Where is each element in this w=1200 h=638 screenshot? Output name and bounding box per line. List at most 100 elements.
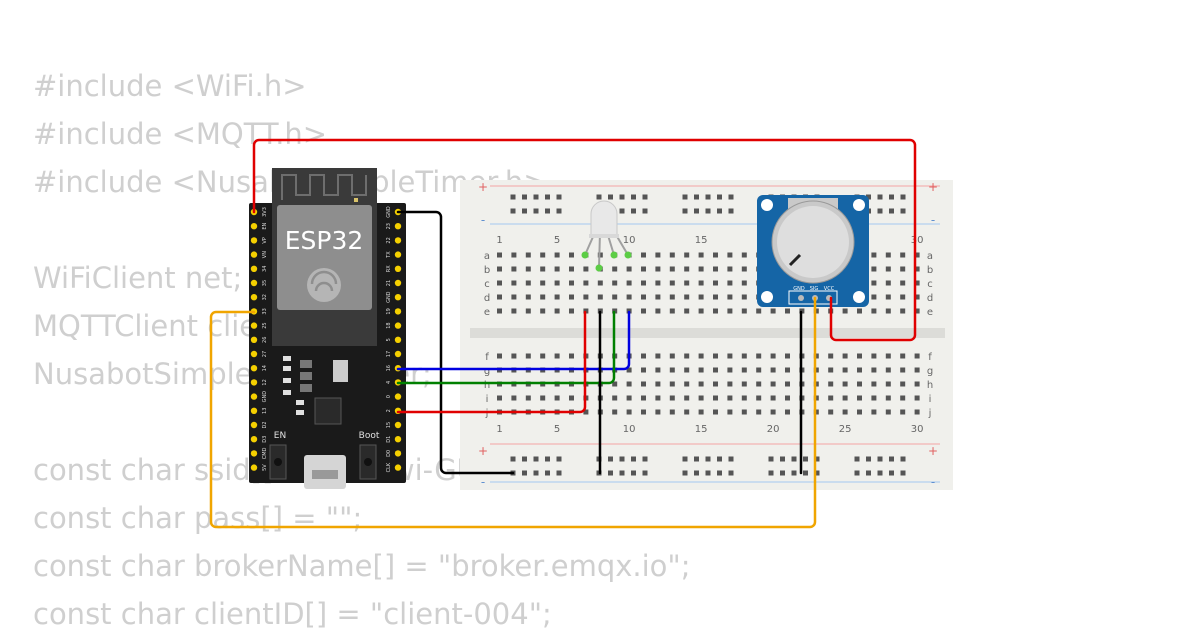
breadboard-hole xyxy=(914,367,920,373)
breadboard-hole xyxy=(698,280,704,286)
breadboard-hole xyxy=(511,252,517,258)
breadboard-rail-hole xyxy=(803,470,808,476)
breadboard-hole xyxy=(540,252,546,258)
esp32-pin-left xyxy=(250,336,258,343)
mounting-hole-icon xyxy=(853,291,865,303)
breadboard-hole xyxy=(612,381,618,387)
breadboard-rail-hole xyxy=(705,194,711,200)
breadboard-rail-hole xyxy=(608,456,613,462)
breadboard-hole xyxy=(713,395,718,401)
led-indicator xyxy=(354,198,358,202)
breadboard-hole xyxy=(900,266,906,272)
breadboard-hole xyxy=(540,294,546,300)
breadboard-rail-hole xyxy=(791,470,797,476)
breadboard-hole xyxy=(684,353,690,359)
column-number: 30 xyxy=(911,235,924,246)
breadboard-hole xyxy=(857,395,862,401)
breadboard-hole xyxy=(669,353,675,359)
esp32-pin-label: RX xyxy=(386,265,392,272)
breadboard-rail-hole xyxy=(854,470,860,476)
breadboard-rail-hole xyxy=(522,194,527,200)
breadboard-hole xyxy=(554,280,560,286)
breadboard-hole xyxy=(684,280,690,286)
row-label: g xyxy=(927,366,933,377)
esp32-pin-right xyxy=(394,308,402,315)
breadboard-hole xyxy=(641,381,646,387)
breadboard-hole xyxy=(669,280,675,286)
esp32-pin-label: 22 xyxy=(386,237,392,243)
breadboard-hole xyxy=(885,381,891,387)
breadboard-hole xyxy=(669,252,675,258)
breadboard-hole xyxy=(756,308,762,314)
breadboard-rail-hole xyxy=(717,194,722,200)
smd-resistor xyxy=(283,366,291,371)
breadboard-hole xyxy=(511,308,517,314)
esp32-pin-right xyxy=(394,265,402,272)
breadboard-hole xyxy=(871,409,877,415)
row-label: j xyxy=(485,408,489,419)
mounting-hole-icon xyxy=(761,291,773,303)
breadboard-rail-hole xyxy=(814,470,820,476)
rail-plus-label: + xyxy=(478,180,488,194)
breadboard-hole xyxy=(669,409,675,415)
breadboard-hole xyxy=(655,381,661,387)
usb-chip xyxy=(314,397,342,425)
rail-minus-label: - xyxy=(481,213,485,227)
breadboard-hole xyxy=(900,353,906,359)
breadboard-hole xyxy=(770,409,776,415)
breadboard-rail-hole xyxy=(877,470,883,476)
breadboard-hole xyxy=(756,381,762,387)
breadboard-hole xyxy=(914,252,920,258)
pot-header-outline xyxy=(788,290,838,305)
breadboard-hole xyxy=(842,308,848,314)
breadboard-hole xyxy=(669,367,675,373)
breadboard-hole xyxy=(713,280,718,286)
breadboard-hole xyxy=(770,367,776,373)
esp32-pin-right xyxy=(394,393,402,400)
mounting-hole-icon xyxy=(853,199,865,211)
breadboard-rail-hole xyxy=(694,194,699,200)
esp32-pin-left xyxy=(250,251,258,258)
column-number: 5 xyxy=(554,235,560,246)
breadboard-hole xyxy=(900,381,906,387)
micro-usb-port xyxy=(312,470,338,479)
breadboard-hole xyxy=(727,409,733,415)
breadboard-rail-hole xyxy=(596,194,602,200)
breadboard-hole xyxy=(525,266,531,272)
esp32-pin-label: 0 xyxy=(386,395,392,398)
breadboard-hole xyxy=(684,381,690,387)
breadboard-rail-hole xyxy=(705,456,711,462)
esp32-pin-label: 35 xyxy=(262,280,268,286)
esp32-pin-label: 12 xyxy=(262,379,268,385)
breadboard-rail-hole xyxy=(889,470,894,476)
boot-button-cap xyxy=(364,458,372,466)
boot-label: Boot xyxy=(359,431,380,441)
breadboard-hole xyxy=(511,294,517,300)
breadboard-hole xyxy=(756,395,762,401)
breadboard-hole xyxy=(641,280,646,286)
breadboard-rail-hole xyxy=(728,194,734,200)
breadboard-hole xyxy=(497,308,502,314)
breadboard-hole xyxy=(612,294,618,300)
wire-vcc xyxy=(252,138,917,342)
breadboard-rail-hole xyxy=(717,208,722,214)
row-label: i xyxy=(929,394,932,405)
esp32-pin-label: 21 xyxy=(386,280,392,286)
esp32-pin-label: CMD xyxy=(262,447,268,459)
breadboard-hole xyxy=(756,409,762,415)
breadboard-hole xyxy=(684,367,690,373)
breadboard-rail-hole xyxy=(533,456,539,462)
breadboard-hole xyxy=(741,294,747,300)
pot-pin-label: VCC xyxy=(824,286,835,292)
breadboard-rail-hole xyxy=(556,470,562,476)
breadboard-hole xyxy=(785,308,790,314)
breadboard-rail-hole xyxy=(705,470,711,476)
row-label: a xyxy=(484,251,490,262)
breadboard-rail-hole xyxy=(791,456,797,462)
breadboard-hole xyxy=(583,266,589,272)
breadboard-hole xyxy=(626,294,632,300)
esp32-pin-label: 18 xyxy=(386,322,392,328)
breadboard-hole xyxy=(569,395,574,401)
breadboard-hole xyxy=(698,409,704,415)
